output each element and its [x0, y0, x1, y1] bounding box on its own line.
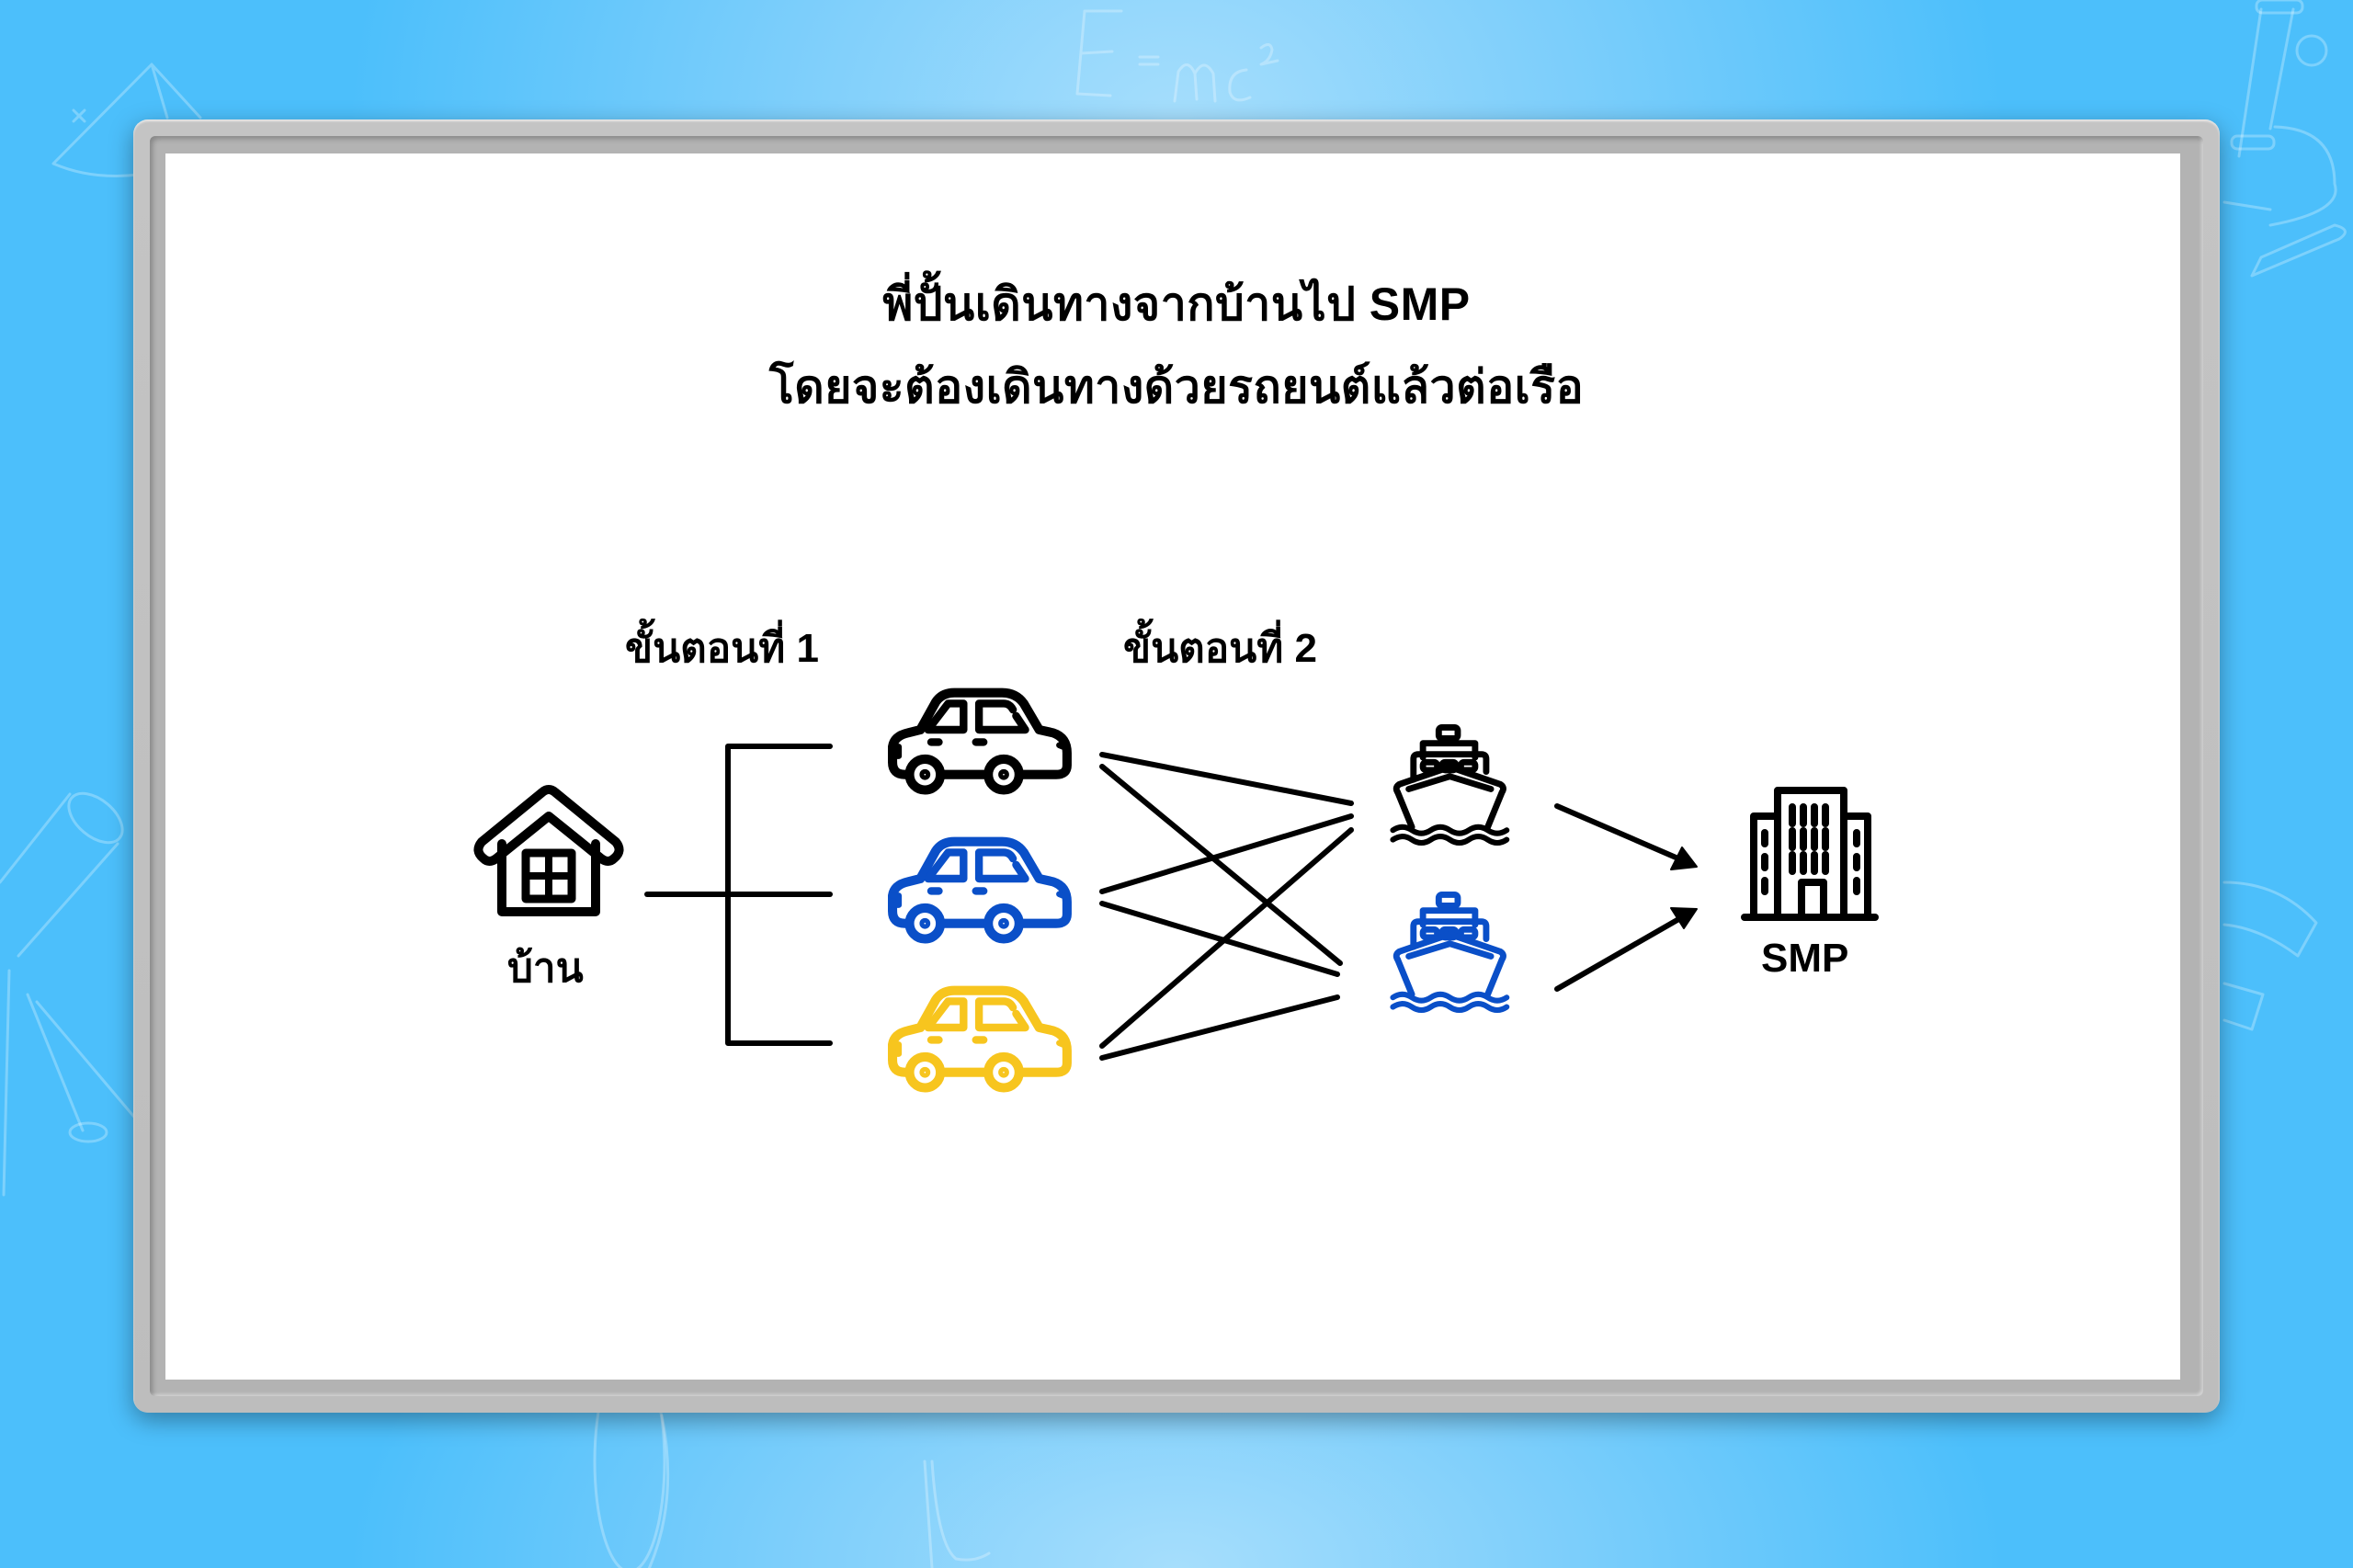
cone-doodle — [51, 62, 202, 177]
car-icon-yellow — [892, 991, 1067, 1088]
boat-to-smp-arrows — [1554, 803, 1698, 992]
car-icon-black — [892, 693, 1067, 790]
emc2-doodle — [1075, 9, 1279, 103]
title-line-1: พี่ปั้นเดินทางจากบ้านไป SMP — [882, 278, 1471, 330]
step-1-label: ขั้นตอนที่ 1 — [625, 626, 819, 671]
ship-icon-blue — [1392, 894, 1506, 1010]
car-to-boat-connections — [1099, 752, 1354, 1061]
step-1-bracket — [644, 744, 833, 1046]
car-icon-blue — [892, 842, 1067, 939]
destination-label: SMP — [1761, 936, 1849, 981]
graph-doodle — [923, 1460, 991, 1568]
title-line-2: โดยจะต้องเดินทางด้วยรถยนต์แล้วต่อเรือ — [768, 361, 1585, 413]
step-2-label: ขั้นตอนที่ 2 — [1123, 626, 1317, 671]
building-icon — [1741, 787, 1879, 921]
telescope-doodle — [0, 791, 140, 1197]
ship-icon-black — [1392, 727, 1506, 843]
whiteboard-frame — [133, 119, 2220, 1413]
microscope-doodle — [2222, 0, 2347, 278]
house-icon — [473, 785, 624, 916]
origin-label: บ้าน — [507, 946, 584, 991]
magnet-doodle — [2222, 881, 2318, 1031]
